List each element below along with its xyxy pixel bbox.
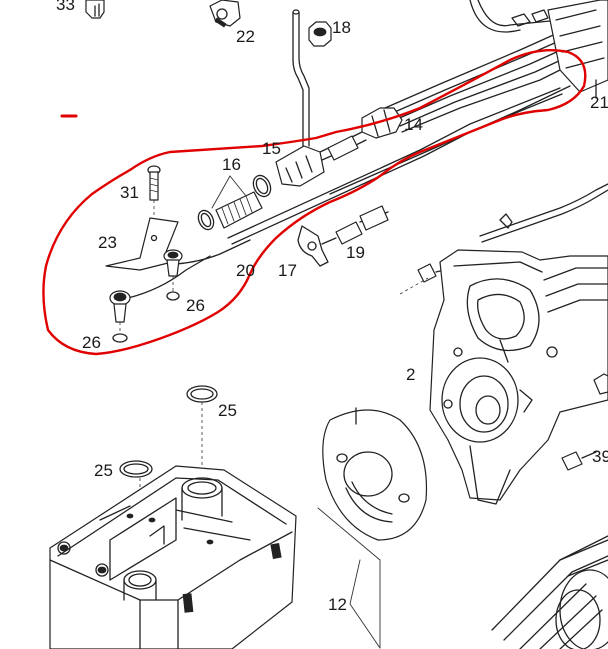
part-20-wire-sensor	[127, 239, 251, 299]
part-14-grommet	[361, 107, 403, 139]
part-31-screw	[147, 165, 161, 236]
label-part-14: 14	[404, 115, 423, 134]
part-15-fitting	[275, 131, 367, 187]
wiring-harness	[384, 0, 608, 133]
part-23-bracket	[105, 217, 179, 271]
red-highlight-annotation	[42, 49, 587, 356]
label-part-25-upper: 25	[218, 401, 237, 420]
label-part-25-lower: 25	[94, 461, 113, 480]
label-part-18: 18	[332, 18, 351, 37]
part-17-clip	[297, 225, 329, 267]
label-part-26-upper: 26	[186, 296, 205, 315]
lower-pump-housing	[49, 385, 297, 649]
label-part-22: 22	[236, 27, 255, 46]
part-19-sensor	[321, 205, 389, 245]
label-part-2: 2	[406, 365, 415, 384]
label-part-23: 23	[98, 233, 117, 252]
part-12-gasket	[317, 407, 428, 649]
part-26-sensor	[109, 276, 180, 343]
label-part-15: 15	[262, 139, 281, 158]
label-part-16: 16	[222, 155, 241, 174]
part-33-connector	[85, 0, 105, 19]
part-2-burner-housing	[399, 183, 608, 505]
combustion-tube	[491, 535, 608, 649]
part-18-nut	[308, 21, 332, 47]
part-16-spring-assembly	[197, 174, 272, 231]
label-part-31: 31	[120, 183, 139, 202]
label-part-17: 17	[278, 261, 297, 280]
label-part-19: 19	[346, 243, 365, 262]
pipe-tube	[292, 9, 310, 147]
label-part-26-lower: 26	[82, 333, 101, 352]
label-part-20: 20	[236, 261, 255, 280]
label-part-33: 33	[56, 0, 75, 14]
label-part-21: 21	[590, 93, 608, 112]
label-part-12: 12	[328, 595, 347, 614]
label-part-39: 39	[592, 447, 608, 466]
part-22-sensor	[209, 0, 241, 28]
